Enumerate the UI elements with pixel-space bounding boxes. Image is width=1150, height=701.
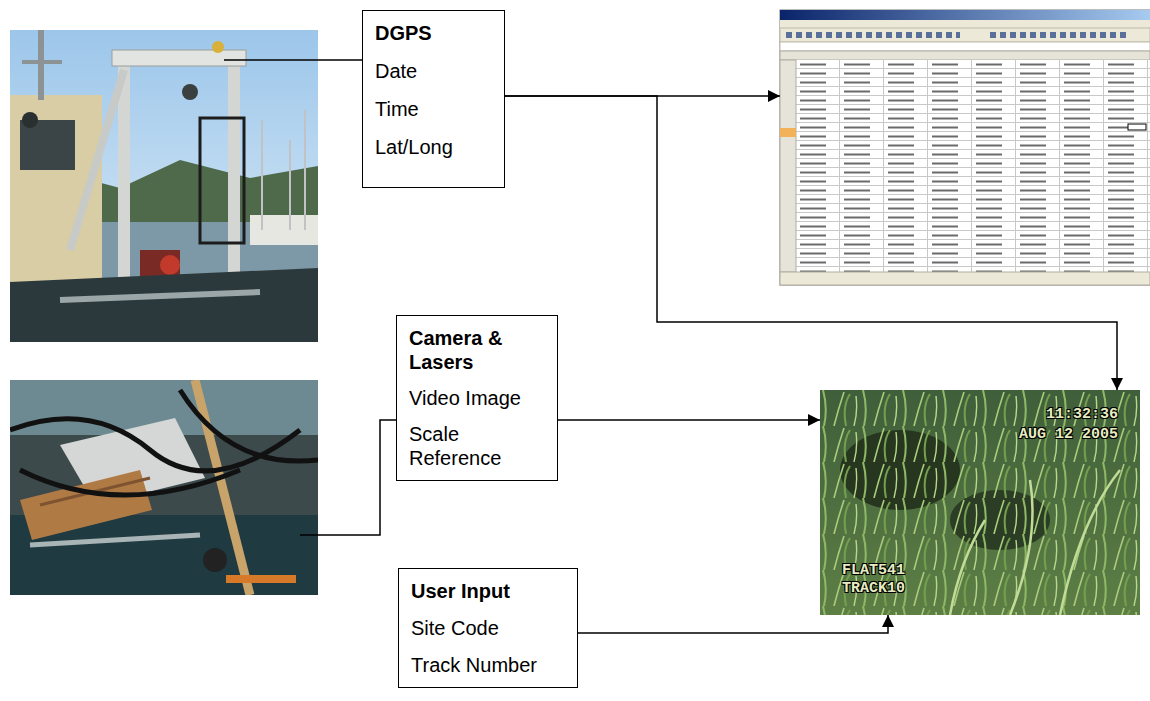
selected-cell — [1128, 124, 1146, 130]
video-frame — [820, 390, 1140, 615]
active-row — [780, 128, 796, 137]
leader-line — [224, 59, 362, 61]
box-heading: DGPS — [375, 21, 432, 45]
yard — [22, 60, 62, 64]
camera-housing — [203, 548, 227, 572]
source-box: DGPS DateTimeLat/Long — [362, 10, 505, 188]
red-float — [160, 255, 180, 275]
row-headers — [780, 60, 796, 272]
spreadsheet-screenshot — [780, 10, 1150, 285]
box-item: Time — [375, 97, 419, 121]
box-heading: User Input — [411, 579, 510, 603]
box-heading: Camera & Lasers — [409, 326, 543, 374]
video-overlay-text: 11:32:36 — [842, 406, 1118, 424]
boat-photo — [10, 30, 318, 342]
spreadsheet-node — [780, 10, 1150, 285]
box-item: Video Image — [409, 386, 521, 410]
column-headers — [780, 51, 1150, 60]
hull — [10, 268, 318, 342]
date-stamp — [226, 575, 296, 583]
moored-boat — [250, 215, 318, 245]
light — [22, 112, 38, 128]
box-item: Track Number — [411, 653, 537, 677]
seabed — [820, 390, 1140, 615]
formula-bar — [780, 42, 1150, 51]
wood-pole — [195, 380, 250, 595]
eelgrass-blades — [950, 470, 1120, 615]
toolbar — [780, 28, 1150, 42]
mast — [38, 30, 44, 100]
box-item: Lat/Long — [375, 135, 453, 159]
box-item: Scale Reference — [409, 422, 543, 470]
pulley — [182, 84, 198, 100]
leader-line — [300, 420, 396, 535]
dgps-antenna — [212, 41, 224, 53]
status-bar — [780, 272, 1150, 285]
cells — [796, 60, 1150, 272]
a-frame-beam — [112, 50, 246, 66]
toolbar-icons — [786, 32, 1130, 38]
window — [780, 10, 1150, 285]
hull-lettering — [30, 535, 200, 545]
video-overlay-text: FLAT541 — [842, 562, 1118, 580]
video-frame-node: 11:32:36AUG 12 2005FLAT541TRACK10 — [820, 390, 1140, 615]
cables — [10, 390, 318, 495]
door-frame — [200, 118, 244, 243]
masts — [262, 110, 305, 230]
menu-bar — [780, 20, 1150, 28]
flow-arrow — [578, 615, 888, 633]
flow-arrow — [505, 96, 1117, 390]
box-item: Site Code — [411, 616, 499, 640]
eelgrass — [820, 390, 1140, 615]
title-bar — [780, 10, 1150, 20]
video-overlay-text: AUG 12 2005 — [842, 426, 1118, 444]
camera-mount-photo — [10, 380, 318, 595]
a-frame-post — [228, 62, 240, 277]
box-item: Date — [375, 59, 417, 83]
source-box: User InputSite CodeTrack Number — [398, 568, 578, 688]
sky — [10, 30, 318, 342]
background — [10, 380, 318, 595]
source-box: Camera & LasersVideo ImageScale Referenc… — [396, 315, 558, 481]
flow-arrow — [558, 419, 820, 421]
video-overlay-text: TRACK10 — [842, 580, 1118, 598]
a-frame-brace — [70, 70, 124, 250]
hull-lettering — [60, 292, 260, 300]
